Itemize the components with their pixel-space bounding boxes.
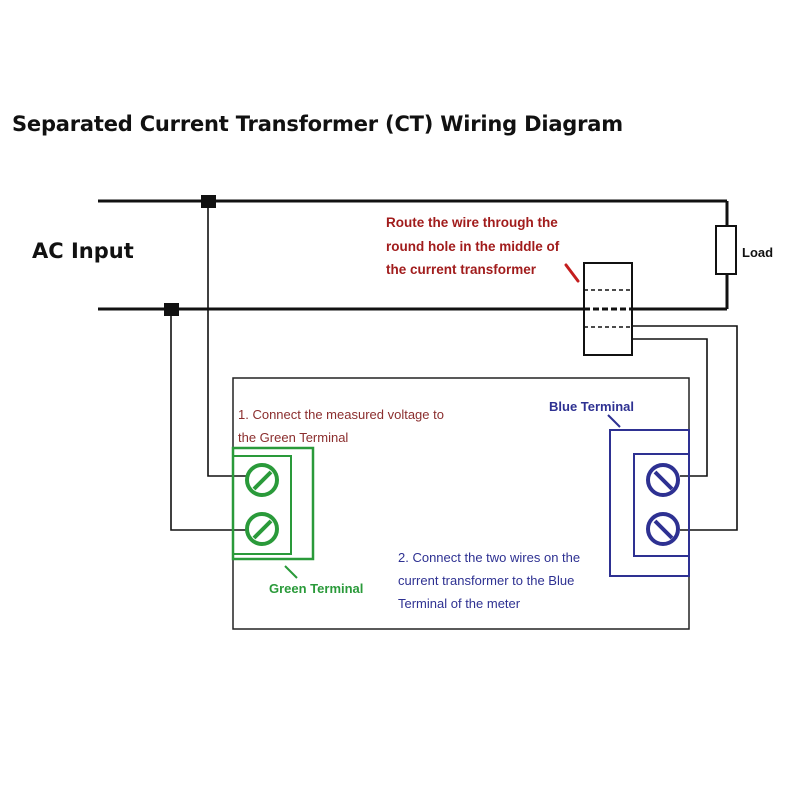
ct-note-pointer xyxy=(564,263,580,283)
ct-routing-note: Route the wire through the round hole in… xyxy=(386,211,559,282)
current-transformer-icon xyxy=(583,262,633,356)
step-1-line: 1. Connect the measured voltage to xyxy=(238,407,444,422)
ct-wire-2 xyxy=(632,325,738,531)
blue-terminal-label: Blue Terminal xyxy=(549,399,635,414)
step-2-line: current transformer to the Blue xyxy=(398,573,575,588)
ct-note-line: Route the wire through the xyxy=(386,215,558,230)
slotted-screw-icon xyxy=(646,512,680,546)
slotted-screw-icon xyxy=(646,463,680,497)
ct-wire-1 xyxy=(632,338,708,477)
ct-note-line: the current transformer xyxy=(386,262,537,277)
step-1-instruction: 1. Connect the measured voltage to the G… xyxy=(238,403,444,449)
junction-bottom xyxy=(164,303,179,316)
load-label: Load xyxy=(742,245,774,260)
step-2-line: Terminal of the meter xyxy=(398,596,521,611)
blue-terminal-block[interactable] xyxy=(609,429,690,577)
slotted-screw-icon xyxy=(245,463,279,497)
voltage-wire-2 xyxy=(170,316,247,531)
blue-terminal-pointer xyxy=(607,414,621,428)
diagram-title: Separated Current Transformer (CT) Wirin… xyxy=(12,112,623,136)
slotted-screw-icon xyxy=(245,512,279,546)
step-1-line: the Green Terminal xyxy=(238,430,349,445)
green-terminal-label: Green Terminal xyxy=(269,581,364,596)
load-resistor-icon xyxy=(715,225,737,275)
green-terminal-block[interactable] xyxy=(231,446,315,561)
step-2-line: 2. Connect the two wires on the xyxy=(398,550,581,565)
ac-input-label: AC Input xyxy=(32,239,134,263)
green-terminal-pointer xyxy=(284,565,298,579)
ct-note-line: round hole in the middle of xyxy=(386,238,560,254)
step-2-instruction: 2. Connect the two wires on the current … xyxy=(398,546,580,615)
junction-top xyxy=(201,195,216,208)
